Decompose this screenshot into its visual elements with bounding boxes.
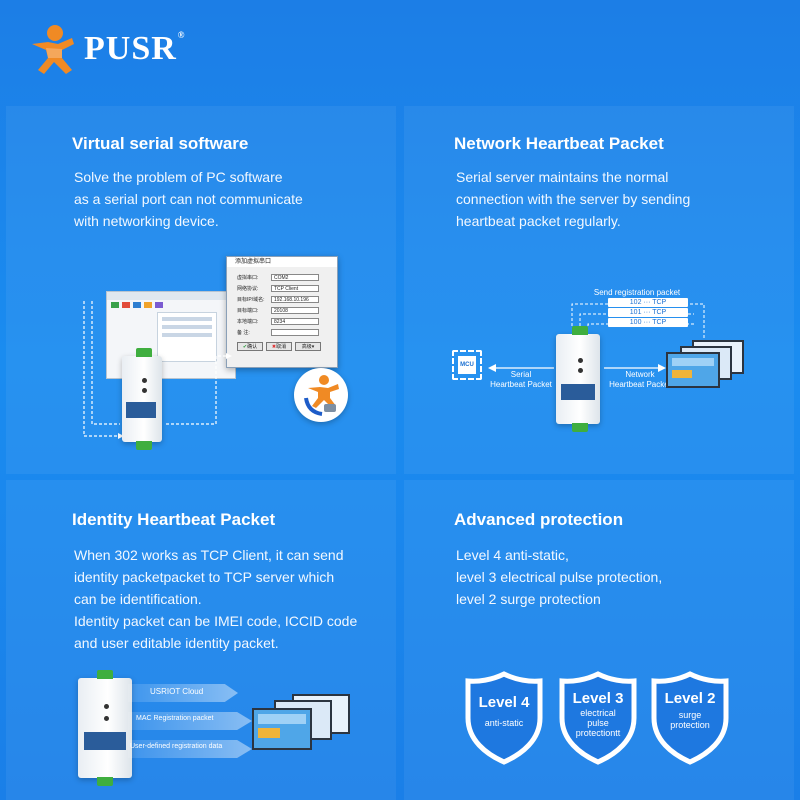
panel-title: Advanced protection — [454, 510, 624, 529]
desc-line: Serial server maintains the normal — [456, 169, 669, 185]
shield-sub-label: anti-static — [484, 718, 524, 728]
brand-name: PUSR® — [84, 30, 186, 67]
field-label: 目标端口: — [237, 308, 259, 314]
field-label: 备 注: — [237, 330, 250, 336]
desc-line: with networking device. — [74, 213, 219, 229]
panel-virtual-serial: Virtual serial software Solve the proble… — [6, 106, 396, 474]
server-monitors-icon — [666, 340, 748, 390]
arrow-user-defined: User-defined registration data — [128, 740, 252, 758]
remark-input[interactable] — [271, 329, 319, 336]
desc-line: as a serial port can not communicate — [74, 191, 303, 207]
shield-level-2: Level 2 surge protection — [648, 670, 732, 766]
desc-line: Level 4 anti-static, — [456, 547, 569, 563]
arrow-mac-registration: MAC Registration packet — [128, 712, 252, 730]
desc-line: level 3 electrical pulse protection, — [456, 569, 663, 585]
shield-sub-label: surge protection — [670, 710, 710, 730]
field-label: 虚拟串口: — [237, 275, 259, 281]
serial-heartbeat-label: Serial Heartbeat Packet — [490, 370, 552, 389]
virtual-serial-app-icon — [294, 368, 348, 422]
panel-description: When 302 works as TCP Client, it can sen… — [74, 544, 357, 654]
shield-icon — [651, 671, 729, 765]
ok-button[interactable]: ✔确认 — [237, 342, 263, 351]
header: PUSR® — [0, 0, 800, 100]
tcp-packet: 102 ··· TCP — [608, 298, 688, 307]
send-registration-label: Send registration packet — [593, 288, 681, 297]
tcp-packet: 100 ··· TCP — [608, 318, 688, 327]
panel-description: Level 4 anti-static, level 3 electrical … — [456, 544, 662, 610]
desc-line: heartbeat packet regularly. — [456, 213, 621, 229]
desc-line: can be identification. — [74, 591, 202, 607]
serial-server-device — [556, 326, 600, 432]
desc-line: connection with the server by sending — [456, 191, 691, 207]
desc-line: Solve the problem of PC software — [74, 169, 283, 185]
field-label: 网络协议: — [237, 286, 259, 292]
shield-icon — [559, 671, 637, 765]
desc-line: and user editable identity packet. — [74, 635, 279, 651]
shield-level-label: Level 3 — [572, 690, 624, 707]
panel-identity-heartbeat: Identity Heartbeat Packet When 302 works… — [6, 480, 396, 800]
panel-description: Serial server maintains the normal conne… — [456, 166, 690, 232]
local-port-input[interactable]: 8234 — [271, 318, 319, 325]
desc-line: Identity packet can be IMEI code, ICCID … — [74, 613, 358, 629]
brand-logo: PUSR® — [26, 22, 186, 76]
protocol-select[interactable]: TCP Client — [271, 285, 319, 292]
virtual-port-select[interactable]: COM2 — [271, 274, 319, 281]
shield-level-3: Level 3 electrical pulse protectiontt — [556, 670, 640, 766]
tcp-packet-list: 102 ··· TCP 101 ··· TCP 100 ··· TCP — [608, 298, 688, 327]
shield-level-label: Level 2 — [664, 690, 716, 707]
panel-title: Identity Heartbeat Packet — [72, 510, 276, 529]
registered-mark: ® — [177, 30, 186, 40]
panel-advanced-protection: Advanced protection Level 4 anti-static,… — [404, 480, 794, 800]
pusr-mascot-icon — [32, 25, 74, 74]
dialog-title: 添加虚拟串口 — [227, 257, 337, 267]
shield-icon — [465, 671, 543, 765]
desc-line: level 2 surge protection — [456, 591, 601, 607]
mcu-chip-icon: MCU — [452, 350, 482, 380]
shield-sub-label: electrical pulse protectiontt — [575, 708, 621, 738]
arrow-cloud: USRIOT Cloud — [128, 684, 238, 702]
cancel-button[interactable]: ✖取消 — [266, 342, 292, 351]
field-label: 目标IP/域名: — [237, 297, 265, 303]
panel-title: Network Heartbeat Packet — [454, 134, 664, 153]
add-virtual-port-dialog: 添加虚拟串口 虚拟串口: COM2 网络协议: TCP Client 目标IP/域名… — [226, 256, 338, 368]
shield-level-label: Level 4 — [478, 694, 530, 711]
advanced-button[interactable]: 高级▾ — [295, 342, 321, 351]
target-port-input[interactable]: 20108 — [271, 307, 319, 314]
panel-network-heartbeat: Network Heartbeat Packet Serial server m… — [404, 106, 794, 474]
panel-title: Virtual serial software — [72, 134, 249, 153]
connection-lines — [83, 301, 232, 439]
server-monitors-icon — [252, 694, 352, 758]
shield-level-4: Level 4 anti-static — [462, 670, 546, 766]
desc-line: identity packetpacket to TCP server whic… — [74, 569, 335, 585]
serial-server-device — [122, 348, 162, 450]
mcu-label: MCU — [458, 356, 476, 374]
panel-description: Solve the problem of PC software as a se… — [74, 166, 303, 232]
serial-server-device — [78, 670, 132, 786]
field-label: 本地端口: — [237, 319, 259, 325]
desc-line: When 302 works as TCP Client, it can sen… — [74, 547, 344, 563]
tcp-packet: 101 ··· TCP — [608, 308, 688, 317]
target-ip-input[interactable]: 192.168.10.196 — [271, 296, 319, 303]
network-heartbeat-label: Network Heartbeat Packet — [609, 370, 671, 389]
